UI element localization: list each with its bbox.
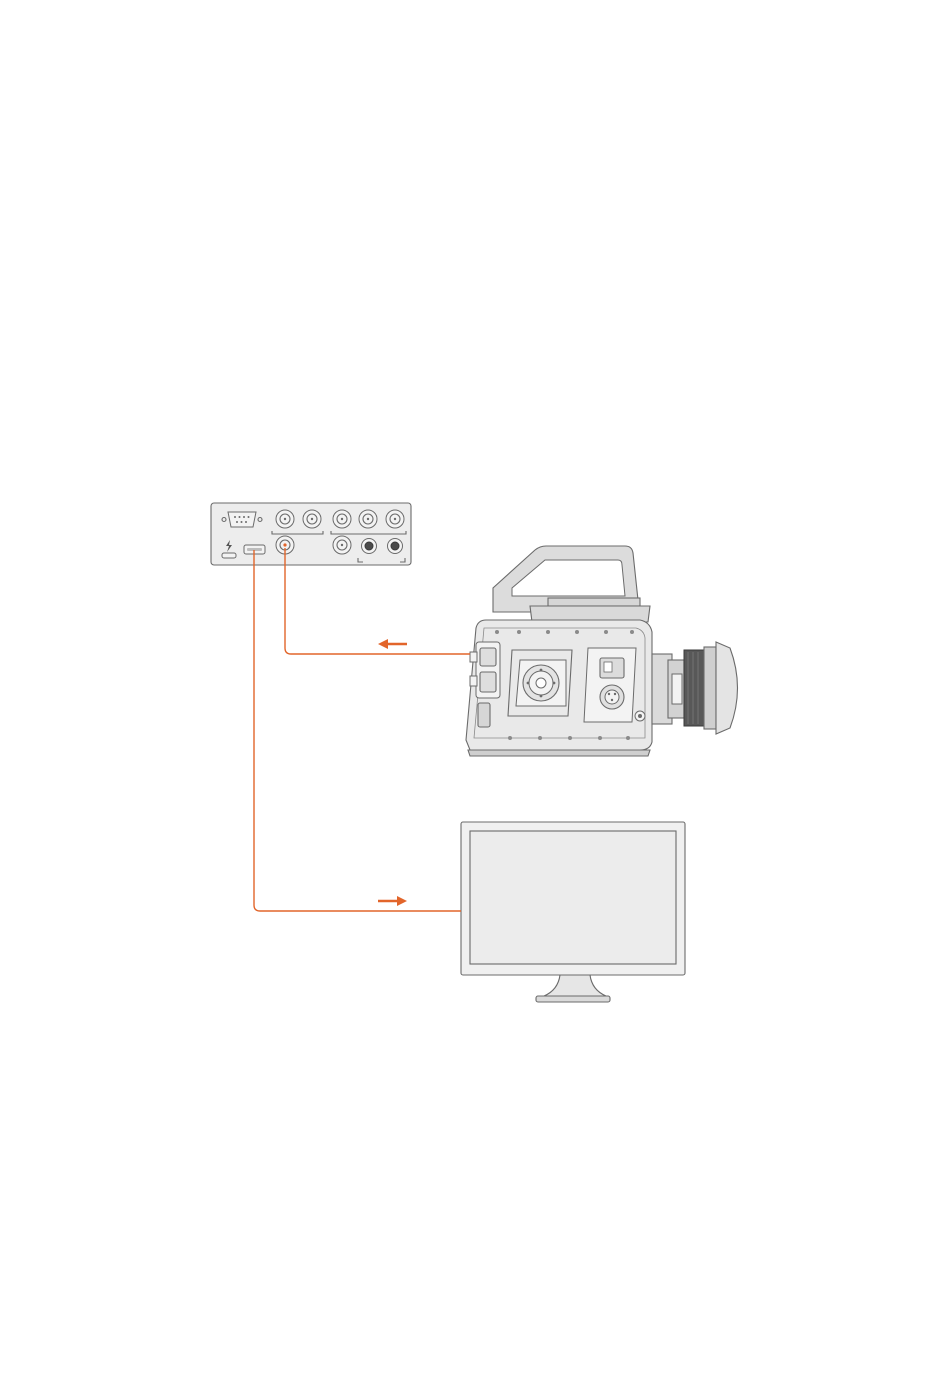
camera-handle xyxy=(493,546,650,622)
io-interface-icon xyxy=(211,503,411,565)
monitor-stand xyxy=(544,975,606,996)
camera-lens xyxy=(652,642,738,734)
arrow-right-icon xyxy=(378,896,407,906)
monitor-screen xyxy=(470,831,676,964)
cables xyxy=(254,548,470,911)
monitor-base xyxy=(536,996,610,1002)
arrow-left-icon xyxy=(378,639,407,649)
display-monitor-icon xyxy=(461,822,685,1002)
cinema-camera-icon xyxy=(466,546,738,756)
